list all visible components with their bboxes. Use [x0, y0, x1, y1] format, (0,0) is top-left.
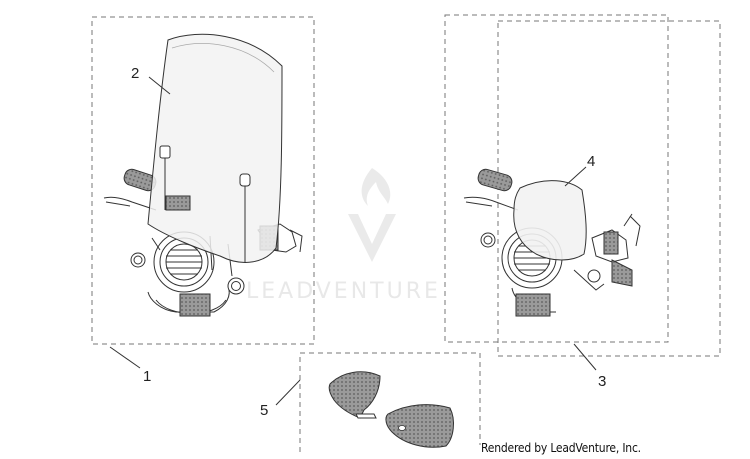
- part-5-cover-left: [328, 371, 381, 419]
- callout-3[interactable]: 3: [598, 373, 606, 390]
- callout-leaders: [109, 76, 597, 406]
- kit-3-outline-back: [444, 14, 669, 343]
- credit-text: Rendered by LeadVenture, Inc.: [481, 441, 641, 455]
- watermark-logo: LEADVENTURE: [246, 168, 441, 304]
- callout-4[interactable]: 4: [587, 153, 595, 170]
- short-windshield: [513, 180, 587, 261]
- callout-5[interactable]: 5: [260, 402, 268, 419]
- callout-2[interactable]: 2: [131, 65, 139, 82]
- kit-5-outline: [299, 352, 481, 452]
- watermark-text: LEADVENTURE: [246, 279, 441, 304]
- windshield-mount: [159, 145, 251, 262]
- kit-1-outline: [91, 16, 315, 345]
- short-windshield-assembly: [463, 168, 641, 317]
- part-5-cover-right: [385, 404, 454, 448]
- callout-1[interactable]: 1: [143, 368, 151, 385]
